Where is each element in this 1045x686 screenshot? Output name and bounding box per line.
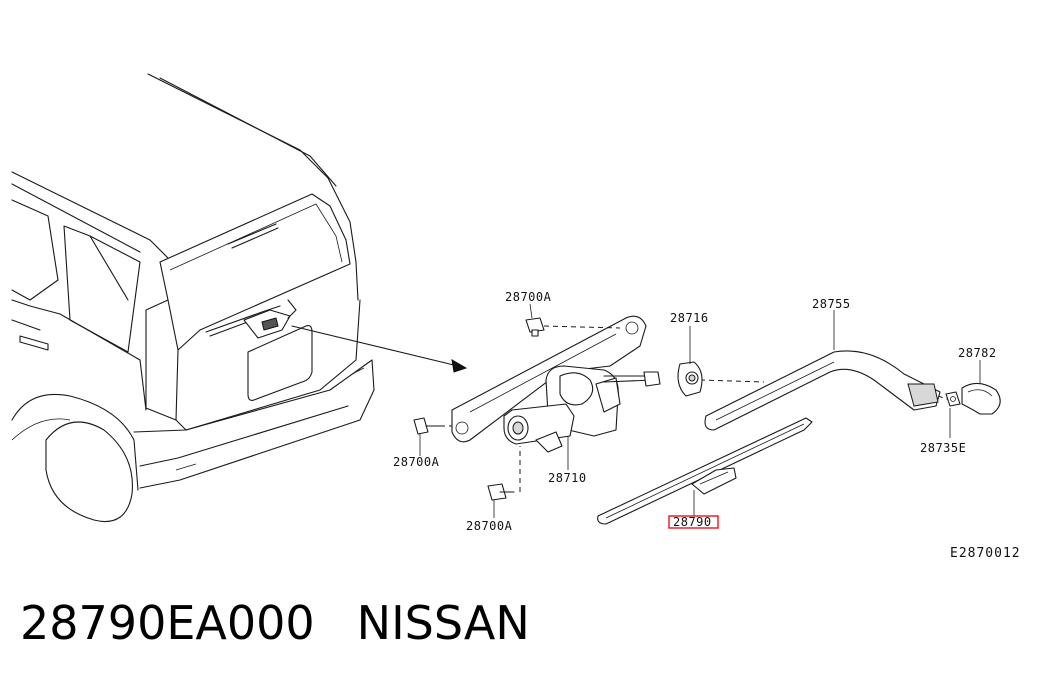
wiper-motor-assembly [451, 315, 661, 453]
callout-nut: 28716 [670, 311, 709, 325]
callout-bolt-left: 28700A [393, 455, 440, 469]
callout-arm: 28755 [812, 297, 851, 311]
bolt-left [413, 417, 441, 435]
vehicle-rear-illustration [11, 73, 468, 522]
arm-cap [961, 382, 1001, 415]
wiper-arm [704, 350, 941, 431]
callout-blade: 28790 [673, 515, 712, 529]
dashed-line-bolt-top [543, 325, 621, 329]
pivot-nut-washer [677, 361, 703, 397]
part-number: 28790EA000 [20, 596, 315, 650]
rear-wiper-exploded-diagram: 28700A 28700A 28700A 28710 28716 28755 2… [11, 73, 1021, 561]
dashed-line-nut-arm [699, 379, 765, 383]
bolt-top [525, 317, 545, 337]
part-caption: 28790EA000 NISSAN [20, 596, 530, 650]
diagram-reference-code: E2870012 [950, 546, 1021, 561]
brand-name: NISSAN [356, 596, 530, 650]
leader-bolt-top [529, 303, 533, 319]
callout-arm-nut: 28735E [920, 441, 966, 455]
callout-cap: 28782 [958, 346, 997, 360]
bolt-bottom [487, 483, 515, 501]
wiper-blade [597, 417, 813, 525]
callout-bolt-bottom: 28700A [466, 519, 513, 533]
callout-motor: 28710 [548, 471, 587, 485]
highlight-box-blade [668, 515, 719, 529]
arm-nut [945, 391, 961, 407]
callout-bolt-top: 28700A [505, 290, 552, 304]
